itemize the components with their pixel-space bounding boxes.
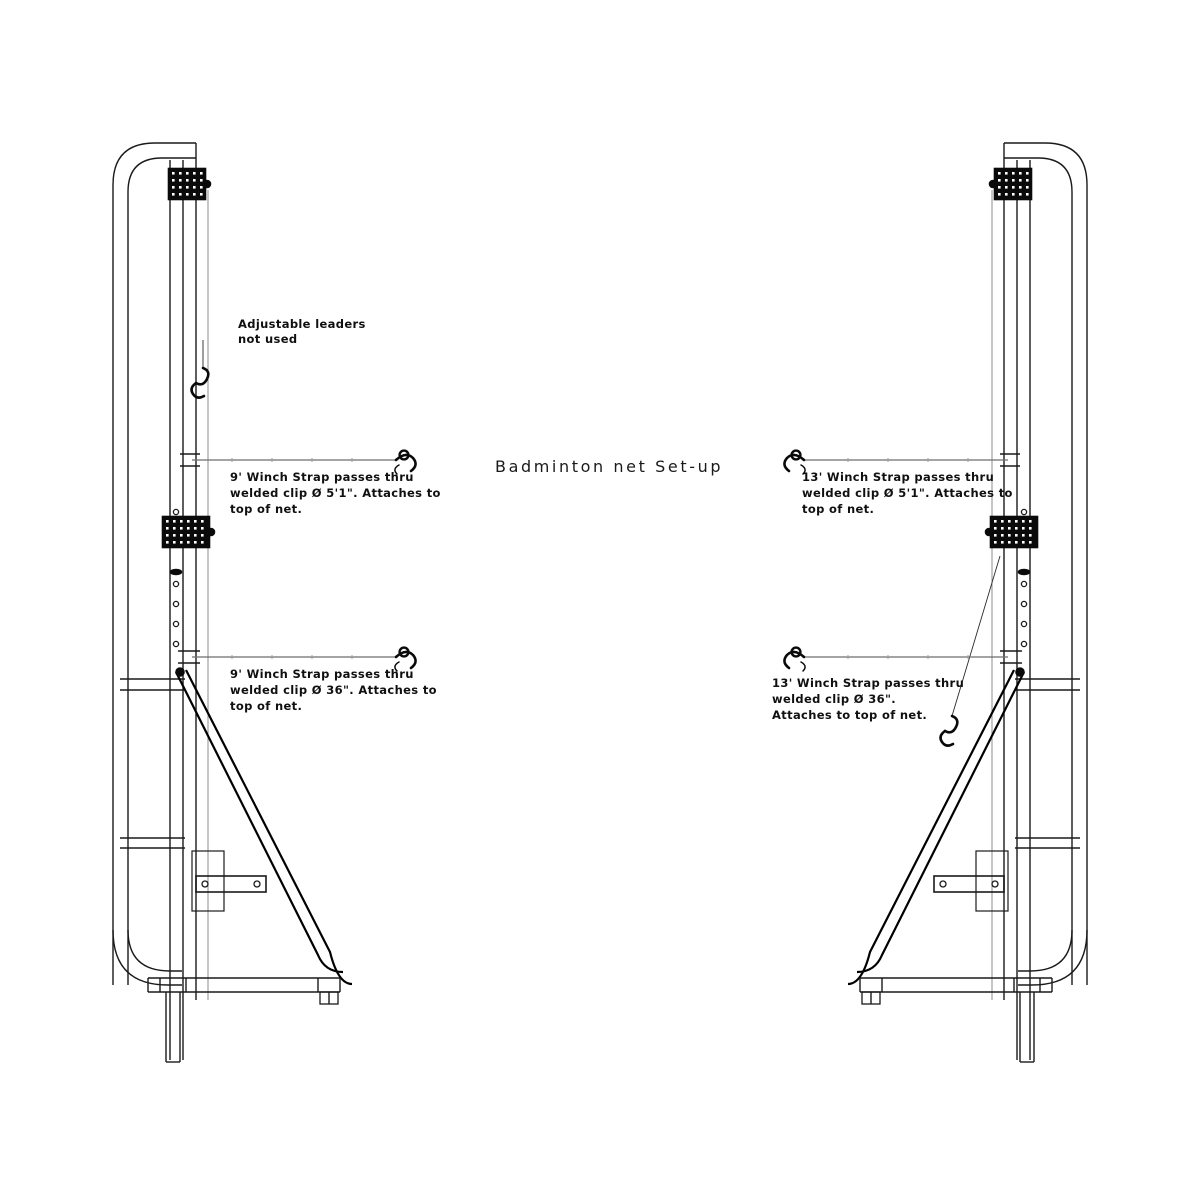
left-ground-leg [165, 992, 181, 1063]
right-outer-frame-tube [1018, 142, 1088, 986]
right-post-adjustment-holes [1017, 508, 1031, 648]
right-lower-strap-snap-hook [783, 646, 806, 672]
right-lower-winch-strap [783, 646, 1022, 672]
left-diagonal-brace [175, 667, 353, 986]
left-bolt-plate [191, 850, 267, 912]
left-upper-clamp-block [167, 167, 212, 201]
right-lower-clamp-block [984, 515, 1039, 549]
left-standard-assembly [112, 142, 417, 1063]
left-upper-strap-snap-hook [394, 449, 417, 475]
left-post-inner-tube [195, 143, 209, 1000]
left-outer-frame-tube [112, 142, 182, 986]
left-lower-strap-snap-hook [394, 646, 417, 672]
right-adjustable-leader-hook [939, 555, 1001, 747]
left-post-adjustment-holes [169, 508, 183, 648]
right-standard-assembly [783, 142, 1088, 1063]
left-adjustable-leader-hook [190, 340, 210, 399]
right-upper-strap-snap-hook [783, 449, 806, 475]
left-post-outer-sleeve [169, 160, 184, 1060]
left-lower-winch-strap [178, 646, 417, 672]
left-post-top-cap [175, 142, 196, 159]
right-base-rail [859, 977, 1053, 1005]
left-frame-cross-rails [120, 678, 185, 849]
left-upper-strap-note: 9' Winch Strap passes thru welded clip Ø… [230, 470, 445, 516]
right-ground-leg [1019, 992, 1035, 1063]
right-upper-winch-strap [783, 449, 1020, 475]
right-frame-cross-rails [1015, 678, 1080, 849]
drawing-title: Badminton net Set-up [495, 457, 723, 476]
right-lower-strap-note: 13' Winch Strap passes thru welded clip … [772, 676, 968, 722]
right-post-inner-tube [991, 143, 1005, 1000]
left-upper-winch-strap [180, 449, 417, 475]
right-diagonal-brace [847, 667, 1025, 986]
right-post-top-cap [1004, 142, 1025, 159]
left-base-rail [147, 977, 341, 1005]
adjustable-leaders-note: Adjustable leaders not used [238, 317, 370, 346]
right-upper-clamp-block [988, 167, 1033, 201]
left-lower-clamp-block [161, 515, 216, 549]
left-lower-strap-note: 9' Winch Strap passes thru welded clip Ø… [230, 667, 441, 713]
right-bolt-plate [933, 850, 1009, 912]
right-post-outer-sleeve [1016, 160, 1031, 1060]
right-upper-strap-note: 13' Winch Strap passes thru welded clip … [802, 470, 1017, 516]
